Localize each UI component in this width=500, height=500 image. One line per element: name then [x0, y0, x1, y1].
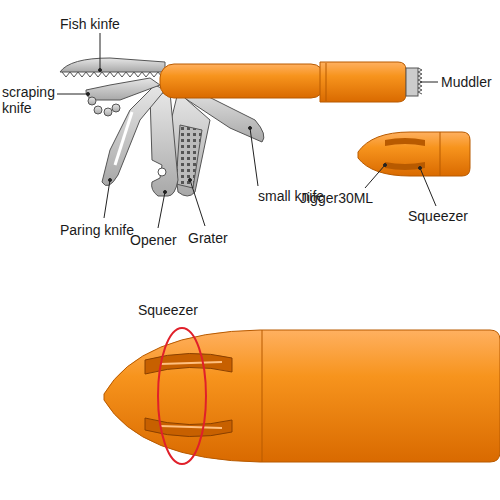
- part-label: scraping knife: [2, 84, 58, 116]
- part-label: Grater: [188, 230, 228, 246]
- part-label: Opener: [130, 232, 177, 248]
- part-label: Squeezer: [408, 208, 468, 224]
- part-label: small knife: [258, 188, 324, 204]
- callout-title: Squeezer: [138, 302, 198, 318]
- part-label: Paring knife: [60, 222, 134, 238]
- part-label: Muddler: [441, 74, 492, 90]
- part-label: Fish kinfe: [60, 16, 120, 32]
